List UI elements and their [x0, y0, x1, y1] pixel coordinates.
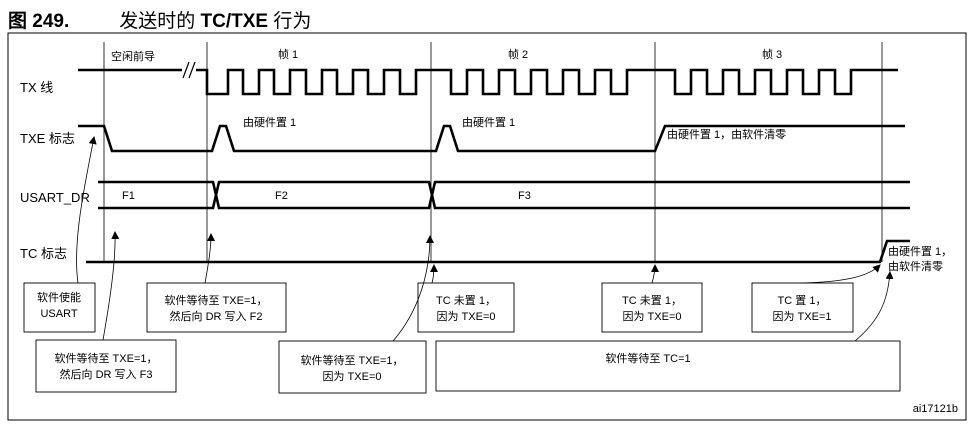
signal-tc: TC 标志: [20, 246, 67, 261]
box-wait-txe-tc0-line1: 软件等待至 TXE=1，: [301, 353, 404, 367]
diagram-frame: [7, 32, 967, 421]
figure-id: ai17121b: [913, 403, 958, 415]
box-wait-txe-f2-line2: 然后向 DR 写入 F2: [170, 309, 263, 323]
box-enable-usart-line2: USART: [40, 308, 77, 320]
box-tc-not-set-1-line2: 因为 TXE=0: [437, 310, 496, 323]
figure-title: 图 249. 发送时的 TC/TXE 行为: [8, 6, 311, 33]
signal-txe: TXE 标志: [20, 131, 75, 146]
box-wait-txe-f2: [146, 282, 287, 333]
annotation-txe-set-1: 由硬件置 1: [243, 115, 296, 129]
label-frame3: 帧 3: [762, 47, 782, 61]
box-wait-txe-f2-line1: 软件等待至 TXE=1，: [165, 293, 268, 307]
tx-break-mark: [182, 61, 196, 79]
arrow-enable-usart: [76, 136, 97, 284]
box-wait-txe-f3-line1: 软件等待至 TXE=1，: [55, 351, 158, 365]
tc-waveform: [86, 239, 910, 264]
box-wait-txe-tc0: [278, 340, 427, 394]
signal-usart-dr: USART_DR: [20, 190, 90, 205]
annotation-txe-set-2: 由硬件置 1: [462, 115, 515, 129]
arrow-tc-not-set-2: [650, 264, 659, 284]
box-tc-not-set-1-line1: TC 未置 1，: [436, 294, 496, 307]
box-tc-not-set-2-line2: 因为 TXE=0: [623, 310, 682, 323]
box-tc-not-set-2: [601, 282, 703, 333]
label-idle-preamble: 空闲前导: [111, 49, 155, 63]
label-frame1: 帧 1: [278, 47, 298, 61]
box-tc-set-line2: 因为 TXE=1: [773, 310, 832, 323]
annotation-boxes: [23, 282, 901, 394]
figure-number: 图 249.: [8, 11, 70, 32]
arrow-tc-not-set-1: [429, 264, 438, 284]
signal-tx: TX 线: [20, 80, 53, 95]
txe-waveform: [78, 124, 905, 153]
arrow-wait-tc: [854, 271, 894, 342]
box-wait-tc-text: 软件等待至 TC=1: [605, 351, 690, 365]
box-tc-not-set-2-line1: TC 未置 1，: [622, 294, 682, 307]
time-markers: [103, 42, 883, 262]
box-wait-txe-tc0-line2: 因为 TXE=0: [323, 370, 382, 383]
box-wait-txe-f3-line2: 然后向 DR 写入 F3: [60, 367, 153, 381]
box-tc-set-line1: TC 置 1，: [778, 294, 827, 307]
dr-value-f1: F1: [122, 190, 135, 202]
tx-waveform: [78, 68, 898, 96]
annotation-txe-set-3: 由硬件置 1，由软件清零: [667, 127, 786, 141]
annotation-tc-set-line2: 由软件清零: [888, 259, 943, 273]
box-enable-usart-line1: 软件使能: [37, 290, 81, 304]
dr-value-f2: F2: [275, 190, 288, 202]
figure-title-suffix: 行为: [268, 11, 312, 32]
figure-title-bold: TC/TXE: [200, 11, 269, 32]
arrow-wait-txe-f3: [102, 231, 120, 341]
arrow-tc-set: [799, 264, 881, 284]
figure-title-prefix: 发送时的: [119, 11, 201, 32]
dr-value-f3: F3: [518, 190, 531, 202]
box-enable-usart: [23, 282, 96, 333]
usart-dr-waveform: [98, 180, 910, 210]
box-wait-tc: [435, 340, 901, 392]
callout-arrows: [76, 136, 894, 342]
box-tc-not-set-1: [417, 282, 515, 333]
box-tc-set: [751, 282, 854, 333]
box-wait-txe-f3: [35, 339, 177, 393]
label-frame2: 帧 2: [508, 47, 528, 61]
annotation-tc-set-line1: 由硬件置 1，: [888, 244, 952, 258]
arrow-wait-txe-tc0: [392, 235, 434, 342]
arrow-wait-txe-f2: [204, 233, 215, 284]
